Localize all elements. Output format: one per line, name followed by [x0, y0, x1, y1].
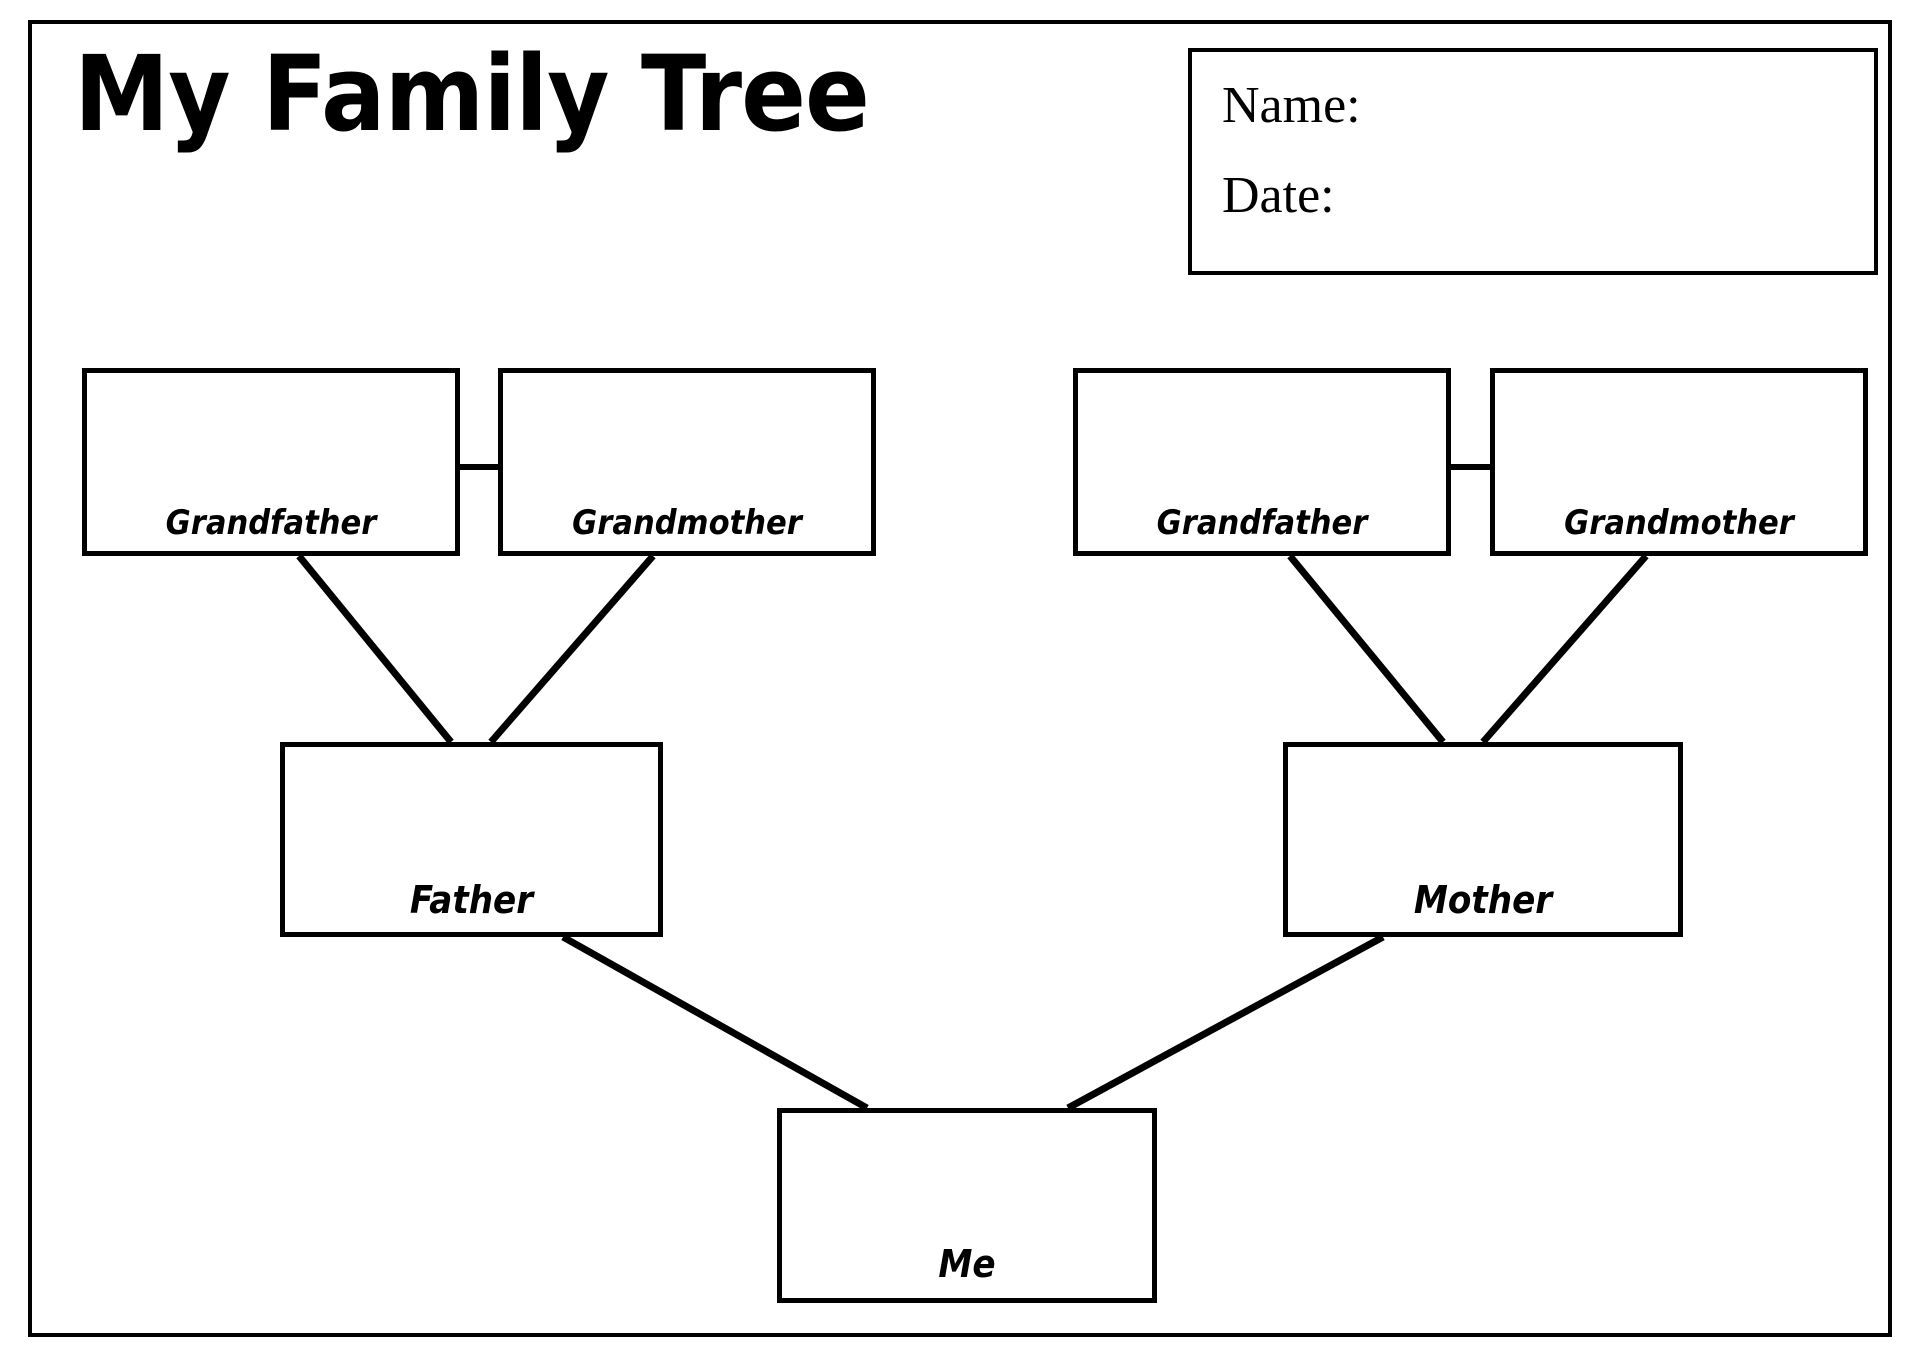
node-label-mother: Mother: [1413, 878, 1553, 922]
node-label-me: Me: [938, 1242, 996, 1286]
node-label-maternal-grandmother: Grandmother: [1564, 503, 1794, 543]
node-label-paternal-grandfather: Grandfather: [165, 503, 377, 543]
page-border: [28, 20, 1892, 1337]
node-box-mother[interactable]: Mother: [1283, 742, 1683, 937]
node-box-paternal-grandfather[interactable]: Grandfather: [82, 368, 460, 556]
spouse-connector-paternal-grandparents: [458, 464, 500, 470]
node-box-father[interactable]: Father: [280, 742, 663, 937]
date-field-label: Date:: [1222, 167, 1335, 224]
node-label-father: Father: [409, 878, 534, 922]
node-box-maternal-grandfather[interactable]: Grandfather: [1073, 368, 1451, 556]
node-box-paternal-grandmother[interactable]: Grandmother: [498, 368, 876, 556]
node-label-maternal-grandfather: Grandfather: [1156, 503, 1368, 543]
node-box-maternal-grandmother[interactable]: Grandmother: [1490, 368, 1868, 556]
node-label-paternal-grandmother: Grandmother: [572, 503, 802, 543]
page-title: My Family Tree: [74, 33, 870, 155]
spouse-connector-maternal-grandparents: [1450, 464, 1492, 470]
name-field-label: Name:: [1222, 77, 1361, 134]
node-box-me[interactable]: Me: [777, 1108, 1157, 1303]
student-info-box: Name: Date:: [1188, 48, 1878, 275]
